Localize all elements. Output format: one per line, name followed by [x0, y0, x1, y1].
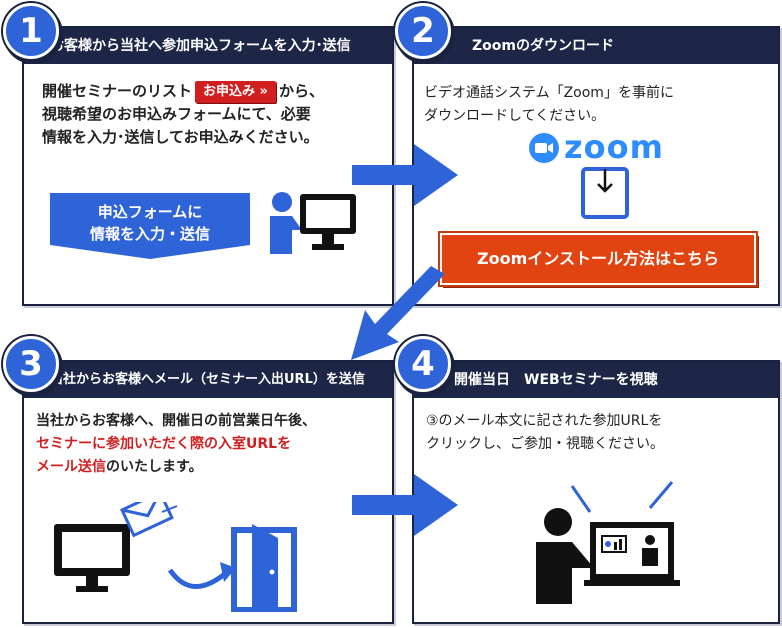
step1-panel: お客様から当社へ参加申込フォームを入力･送信 開催セミナーのリストお申込み »か…	[22, 26, 394, 306]
zoom-logo-icon	[529, 133, 559, 163]
arrow-3-to-4	[352, 474, 458, 536]
step3-text-c-red: メール送信	[36, 459, 106, 475]
person-pc-icon	[270, 192, 356, 254]
watching-seminar-icon	[536, 481, 680, 604]
step4-panel: 開催当日 WEBセミナーを視聴 ③のメール本文に記された参加URLを クリックし…	[412, 360, 780, 624]
step1-text-d: 情報を入力･送信してお申込みください。	[42, 128, 319, 146]
step1-header: お客様から当社へ参加申込フォームを入力･送信	[24, 28, 392, 64]
step3-description: 当社からお客様へ、開催日の前営業日午後、 セミナーに参加いただく際の入室URLを…	[36, 410, 394, 479]
step2-text-b: ダウンロードしてください。	[424, 108, 606, 124]
step2-text-a: ビデオ通話システム「Zoom」を事前に	[424, 85, 674, 101]
zoom-install-button[interactable]: Zoomインストール方法はこちら	[438, 231, 758, 287]
step4-header: 開催当日 WEBセミナーを視聴	[414, 362, 778, 398]
step3-text-a: 当社からお客様へ、開催日の前営業日午後、	[36, 413, 316, 429]
step2-header: Zoomのダウンロード	[414, 28, 778, 64]
step4-text-b: クリックし、ご参加・視聴ください。	[426, 436, 664, 452]
blue-tag-shape	[50, 193, 250, 259]
step3-text-c: のいたします。	[106, 459, 203, 475]
step1-description: 開催セミナーのリストお申込み »から、 視聴希望のお申込みフォームにて、必要 情…	[42, 80, 392, 149]
step2-number-badge: 2	[395, 3, 451, 59]
form-tag: 申込フォームに 情報を入力・送信	[50, 193, 250, 253]
zoom-install-button-label: Zoomインストール方法はこちら	[477, 249, 719, 268]
step3-header: 当社からお客様へメール（セミナー入出URL）を送信	[24, 362, 392, 398]
form-tag-line2: 情報を入力・送信	[89, 225, 210, 243]
step1-number-badge: 1	[3, 3, 59, 59]
arrow-1-to-2	[352, 144, 458, 206]
step4-text-a: ③のメール本文に記された参加URLを	[426, 413, 663, 429]
step3-header-text: 当社からお客様へメール（セミナー入出URL）を送信	[50, 372, 365, 387]
step1-header-text: お客様から当社へ参加申込フォームを入力･送信	[50, 38, 351, 54]
step2-panel: Zoomのダウンロード ビデオ通話システム「Zoom」を事前に ダウンロードして…	[412, 26, 780, 306]
zoom-logo-text: zoom	[564, 128, 664, 166]
form-tag-line1: 申込フォームに	[97, 203, 203, 221]
download-icon	[581, 167, 629, 219]
arrow-2-to-3	[351, 266, 445, 360]
step4-description: ③のメール本文に記された参加URLを クリックし、ご参加・視聴ください。	[426, 410, 776, 456]
step4-header-text: 開催当日 WEBセミナーを視聴	[454, 372, 658, 388]
step3-number-badge: 3	[3, 336, 59, 392]
step1-text-a: 開催セミナーのリスト	[42, 82, 193, 100]
step2-header-text: Zoomのダウンロード	[472, 38, 614, 54]
step1-text-b: から、	[278, 82, 324, 100]
step1-text-c: 視聴希望のお申込みフォームにて、必要	[42, 105, 311, 123]
step3-panel: 当社からお客様へメール（セミナー入出URL）を送信 当社からお客様へ、開催日の前…	[22, 360, 394, 624]
apply-badge: お申込み »	[195, 80, 276, 103]
step2-description: ビデオ通話システム「Zoom」を事前に ダウンロードしてください。	[424, 82, 774, 128]
mail-send-icon	[54, 502, 297, 612]
step4-number-badge: 4	[395, 336, 451, 392]
step3-text-b: セミナーに参加いただく際の入室URLを	[36, 436, 292, 452]
